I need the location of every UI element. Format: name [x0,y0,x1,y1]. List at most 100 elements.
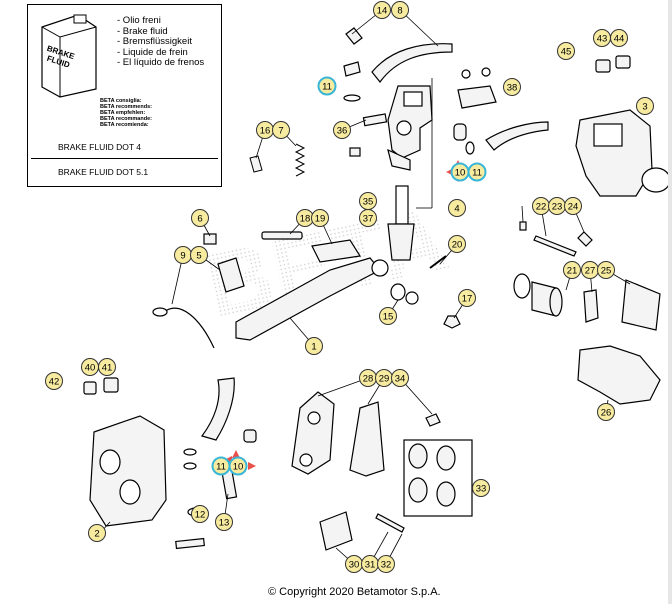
callout-10-bottom[interactable]: 10 [228,456,248,476]
svg-text:18: 18 [300,214,311,225]
callout-23[interactable]: 23 [548,197,566,215]
callout-26[interactable]: 26 [597,403,615,421]
callout-27[interactable]: 27 [581,261,599,279]
recommend-es: BETA recomienda: [100,122,149,128]
spec-divider [31,158,218,159]
callout-8[interactable]: 8 [391,1,409,19]
svg-text:37: 37 [363,214,374,225]
brake-fluid-can-icon: BRAKE FLUID [41,14,97,98]
svg-text:19: 19 [315,214,326,225]
callout-41[interactable]: 41 [98,358,116,376]
callout-12[interactable]: 12 [191,505,209,523]
svg-text:11: 11 [322,82,332,93]
callout-10-top[interactable]: 10 [450,162,470,182]
callout-28[interactable]: 28 [359,369,377,387]
svg-text:1: 1 [311,342,316,353]
callout-40[interactable]: 40 [81,358,99,376]
callout-14[interactable]: 14 [373,1,391,19]
callout-1[interactable]: 1 [305,337,323,355]
fluid-name-de: - Bremsflüssigkeit [117,36,192,47]
bracket-28 [291,391,335,475]
callout-42[interactable]: 42 [45,372,63,390]
banjo-fittings-right [453,121,549,155]
callout-21[interactable]: 21 [563,261,581,279]
callout-24[interactable]: 24 [564,197,582,215]
svg-text:30: 30 [349,560,360,571]
callout-11-top[interactable]: 11 [317,76,337,96]
callout-32[interactable]: 32 [377,555,395,573]
svg-text:25: 25 [601,266,612,277]
svg-text:20: 20 [452,240,463,251]
fluid-name-en: - Brake fluid [117,25,168,37]
callout-2[interactable]: 2 [88,524,106,542]
recommend-fr: BETA recommande: [100,116,152,122]
callout-11-right[interactable]: 11 [467,162,487,182]
fluid-name-fr: - Liquide de frein [117,46,188,58]
svg-text:27: 27 [585,266,596,277]
svg-text:14: 14 [377,6,388,17]
svg-text:2: 2 [94,529,99,540]
callout-29[interactable]: 29 [375,369,393,387]
callout-20[interactable]: 20 [448,235,466,253]
pads-29 [349,401,385,477]
piston-kit-21 [513,273,563,317]
svg-text:15: 15 [383,312,394,323]
washers-15 [390,255,461,329]
callout-36[interactable]: 36 [333,121,351,139]
callout-45[interactable]: 45 [557,42,575,60]
bracket-5 [203,233,245,293]
recommend-lines: BETA consiglia: BETA recommends: BETA em… [100,98,152,128]
svg-text:42: 42 [49,377,60,388]
callout-43[interactable]: 43 [593,29,611,47]
callout-19[interactable]: 19 [311,209,329,227]
callout-3[interactable]: 3 [636,97,654,115]
callout-44[interactable]: 44 [610,29,628,47]
callout-37[interactable]: 37 [359,209,377,227]
callout-33[interactable]: 33 [472,479,490,497]
svg-text:11: 11 [216,462,226,473]
svg-text:5: 5 [196,251,201,262]
caliper-3 [575,109,671,197]
callout-13[interactable]: 13 [215,513,233,531]
callout-35[interactable]: 35 [359,192,377,210]
callout-5[interactable]: 5 [190,246,208,264]
svg-text:31: 31 [365,560,376,571]
scrollbar[interactable] [668,0,672,604]
svg-text:43: 43 [597,34,608,45]
svg-text:36: 36 [337,126,348,137]
svg-text:35: 35 [363,197,374,208]
callout-31[interactable]: 31 [361,555,379,573]
svg-text:26: 26 [601,408,612,419]
svg-text:17: 17 [462,294,473,305]
callout-11-bottom[interactable]: 11 [211,456,231,476]
callout-18[interactable]: 18 [296,209,314,227]
caliper-2 [89,415,167,527]
spec-dot4: BRAKE FLUID DOT 4 [58,142,141,152]
callout-17[interactable]: 17 [458,289,476,307]
svg-text:11: 11 [472,168,482,179]
callout-25[interactable]: 25 [597,261,615,279]
callout-4[interactable]: 4 [448,199,466,217]
svg-text:45: 45 [561,47,572,58]
callout-9[interactable]: 9 [174,246,192,264]
callout-16[interactable]: 16 [256,121,274,139]
callout-38[interactable]: 38 [503,78,521,96]
callout-30[interactable]: 30 [345,555,363,573]
callout-34[interactable]: 34 [391,369,409,387]
callout-22[interactable]: 22 [532,197,550,215]
svg-text:10: 10 [233,462,244,473]
pin-22-24 [519,221,593,257]
svg-text:12: 12 [195,510,206,521]
svg-text:24: 24 [568,202,579,213]
fluid-names: - Olio freni - Brake fluid - Bremsflüssi… [117,15,205,69]
callout-6[interactable]: 6 [191,209,209,227]
brake-fluid-panel: BRAKE FLUID - Olio freni - Brake fluid -… [27,4,222,187]
recommend-en: BETA recommends: [100,104,152,110]
callout-15[interactable]: 15 [379,307,397,325]
svg-text:16: 16 [260,126,271,137]
bolt-34 [425,413,441,427]
callout-7[interactable]: 7 [272,121,290,139]
fluid-name-es: - El líquido de frenos [117,57,205,68]
callouts: 14 8 11 38 45 43 44 3 16 7 36 10 11 4 35… [45,1,654,573]
